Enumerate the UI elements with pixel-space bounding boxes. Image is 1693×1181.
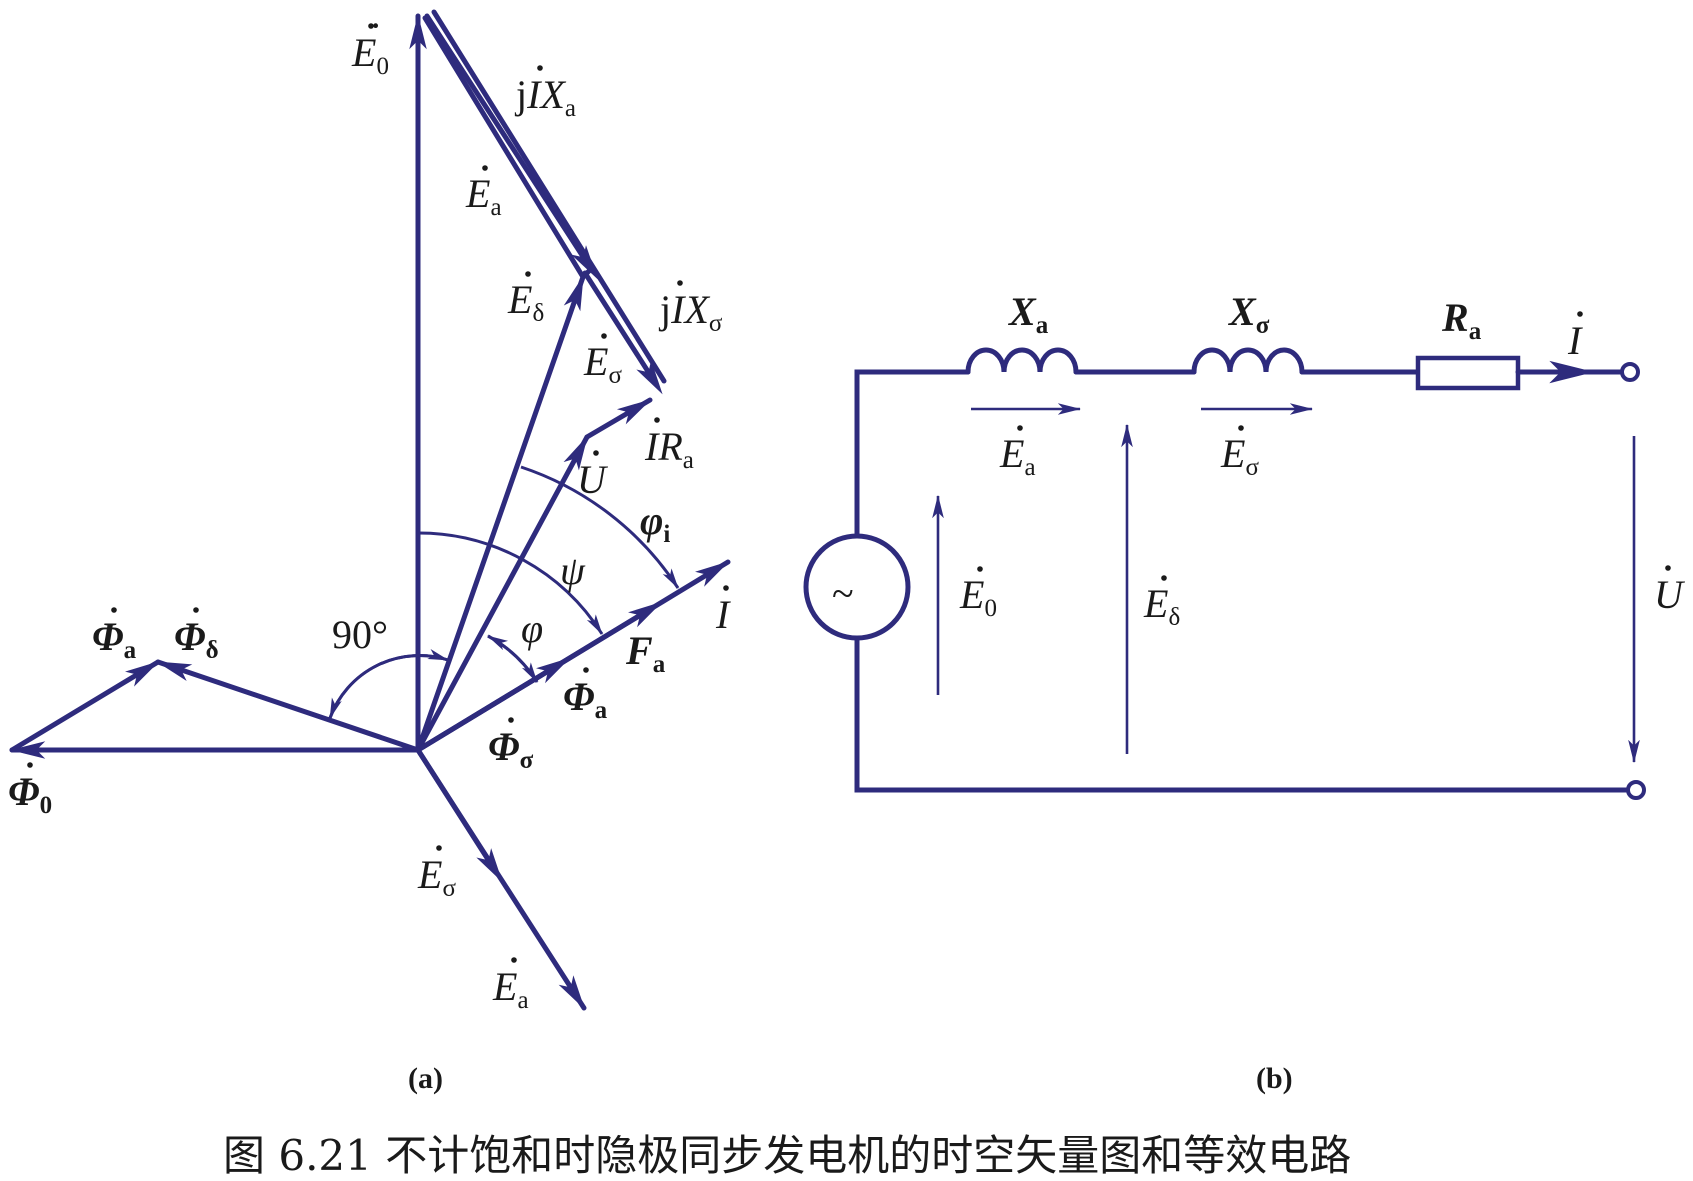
label-edelta: Eδ xyxy=(507,277,544,327)
figure-title: 图 6.21 不计饱和时隐极同步发电机的时空矢量图和等效电路 xyxy=(223,1131,1351,1180)
phidelta-phasor xyxy=(155,659,421,753)
label-phidelta: Φδ xyxy=(174,614,219,664)
label-fa: Fa xyxy=(625,628,666,678)
phasor-labels: E0 · jIXa Ea Eδ jIXσ Eσ IRa U φi ψ I φ F… xyxy=(8,3,731,1095)
phi-i-arc xyxy=(520,465,680,589)
circuit-labels: Xa Xσ Ra I ~ Ea Eσ E0 Eδ U (b) xyxy=(832,289,1686,1095)
label-esigma-top: Eσ xyxy=(583,339,622,389)
phi-arc-reverse xyxy=(487,634,539,683)
wire-bottom xyxy=(854,634,1631,793)
inductor-xa xyxy=(965,347,1079,375)
label-xa: Xa xyxy=(1007,289,1049,339)
inductor-xsigma xyxy=(1191,347,1305,375)
label-e0-b: E0 xyxy=(959,572,997,622)
label-u-b: U xyxy=(1654,572,1686,617)
phasor-diagram xyxy=(9,9,731,1011)
psi-arc xyxy=(417,531,604,635)
label-esigma-b: Eσ xyxy=(1220,431,1259,481)
label-jixa: jIXa xyxy=(514,72,576,122)
label-ea-top: Ea xyxy=(465,171,502,221)
edelta-phasor xyxy=(415,274,586,753)
label-phi0: Φ0 xyxy=(8,769,52,819)
terminal-bottom xyxy=(1626,780,1646,800)
label-ra: Ra xyxy=(1441,295,1482,345)
label-phisigma: Φσ xyxy=(488,724,534,774)
label-phi: φ xyxy=(521,606,543,651)
jixa-line-2 xyxy=(431,9,667,384)
caption-b: (b) xyxy=(1256,1062,1293,1095)
label-phi-i: φi xyxy=(640,498,670,548)
label-i-b: I xyxy=(1567,318,1583,363)
label-u: U xyxy=(577,457,609,502)
right-angle-arc-reverse xyxy=(328,654,449,719)
esigma-top-phasor xyxy=(582,270,663,395)
source-symbol: ~ xyxy=(832,571,854,616)
esigma-bottom-phasor xyxy=(415,747,503,883)
label-edelta-b: Eδ xyxy=(1143,581,1180,631)
wire-left-top xyxy=(854,369,971,539)
ea-top-phasor xyxy=(424,13,598,280)
label-90: 90° xyxy=(332,612,388,657)
equivalent-circuit xyxy=(803,347,1646,800)
phasor-dots xyxy=(27,23,1671,963)
label-phia-left: Φa xyxy=(92,614,137,664)
u-phasor xyxy=(415,434,590,753)
label-ira: IRa xyxy=(644,424,694,474)
caption-a: (a) xyxy=(408,1062,443,1095)
jixa-line-1 xyxy=(422,15,586,280)
label-e0: E0 xyxy=(351,30,389,80)
label-i-a: I xyxy=(715,592,731,637)
label-psi: ψ xyxy=(560,548,586,593)
label-phia-bottom: Φa xyxy=(563,674,608,724)
terminal-top xyxy=(1620,362,1640,382)
label-esigma-bottom: Eσ xyxy=(417,852,456,902)
label-jixsigma: jIXσ xyxy=(658,287,723,337)
phia-left-phasor xyxy=(9,659,161,753)
label-ea-bottom: Ea xyxy=(492,964,529,1014)
ira-phasor xyxy=(584,397,653,440)
label-xsigma: Xσ xyxy=(1227,289,1270,339)
dot-e0: · xyxy=(369,3,382,48)
resistor-ra xyxy=(1415,355,1521,391)
ac-source xyxy=(803,533,911,641)
label-ea-b: Ea xyxy=(999,431,1036,481)
